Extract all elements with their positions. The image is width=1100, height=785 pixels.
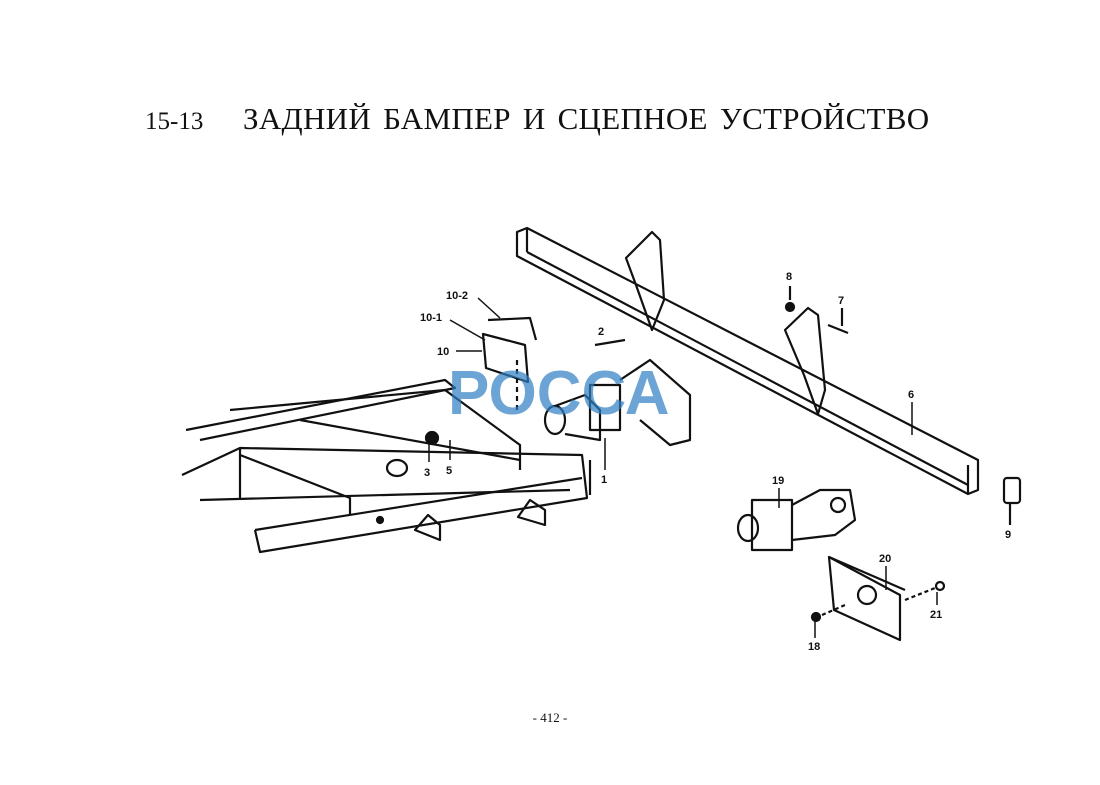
mounting-plate	[810, 555, 946, 642]
chassis-frame	[181, 378, 592, 554]
callout-19: 19	[772, 475, 784, 487]
coupling-device	[736, 488, 857, 552]
callout-18: 18	[808, 641, 820, 653]
callout-7: 7	[838, 295, 844, 307]
callout-10: 10	[437, 346, 449, 358]
towing-hitch	[543, 338, 692, 447]
callout-10-2: 10-2	[446, 290, 468, 302]
callout-3: 3	[424, 467, 430, 479]
rear-bumper-beam	[515, 226, 980, 496]
callout-9: 9	[1005, 529, 1011, 541]
leader-lines	[428, 297, 938, 638]
callout-20: 20	[879, 553, 891, 565]
bracket-assembly	[481, 316, 538, 410]
callout-10-1: 10-1	[420, 312, 442, 324]
page-title: ЗАДНИЙ БАМПЕР И СЦЕПНОЕ УСТРОЙСТВО	[243, 101, 930, 136]
callout-2: 2	[598, 326, 604, 338]
callout-1: 1	[601, 474, 607, 486]
bump-stop	[1002, 476, 1022, 525]
callout-21: 21	[930, 609, 942, 621]
section-number: 15-13	[145, 108, 204, 135]
callout-8: 8	[786, 271, 792, 283]
page-number: - 412 -	[532, 710, 568, 725]
callout-5: 5	[446, 465, 452, 477]
bolt-nut	[784, 286, 849, 335]
watermark-logo: РОССА	[448, 359, 670, 428]
callout-6: 6	[908, 389, 914, 401]
